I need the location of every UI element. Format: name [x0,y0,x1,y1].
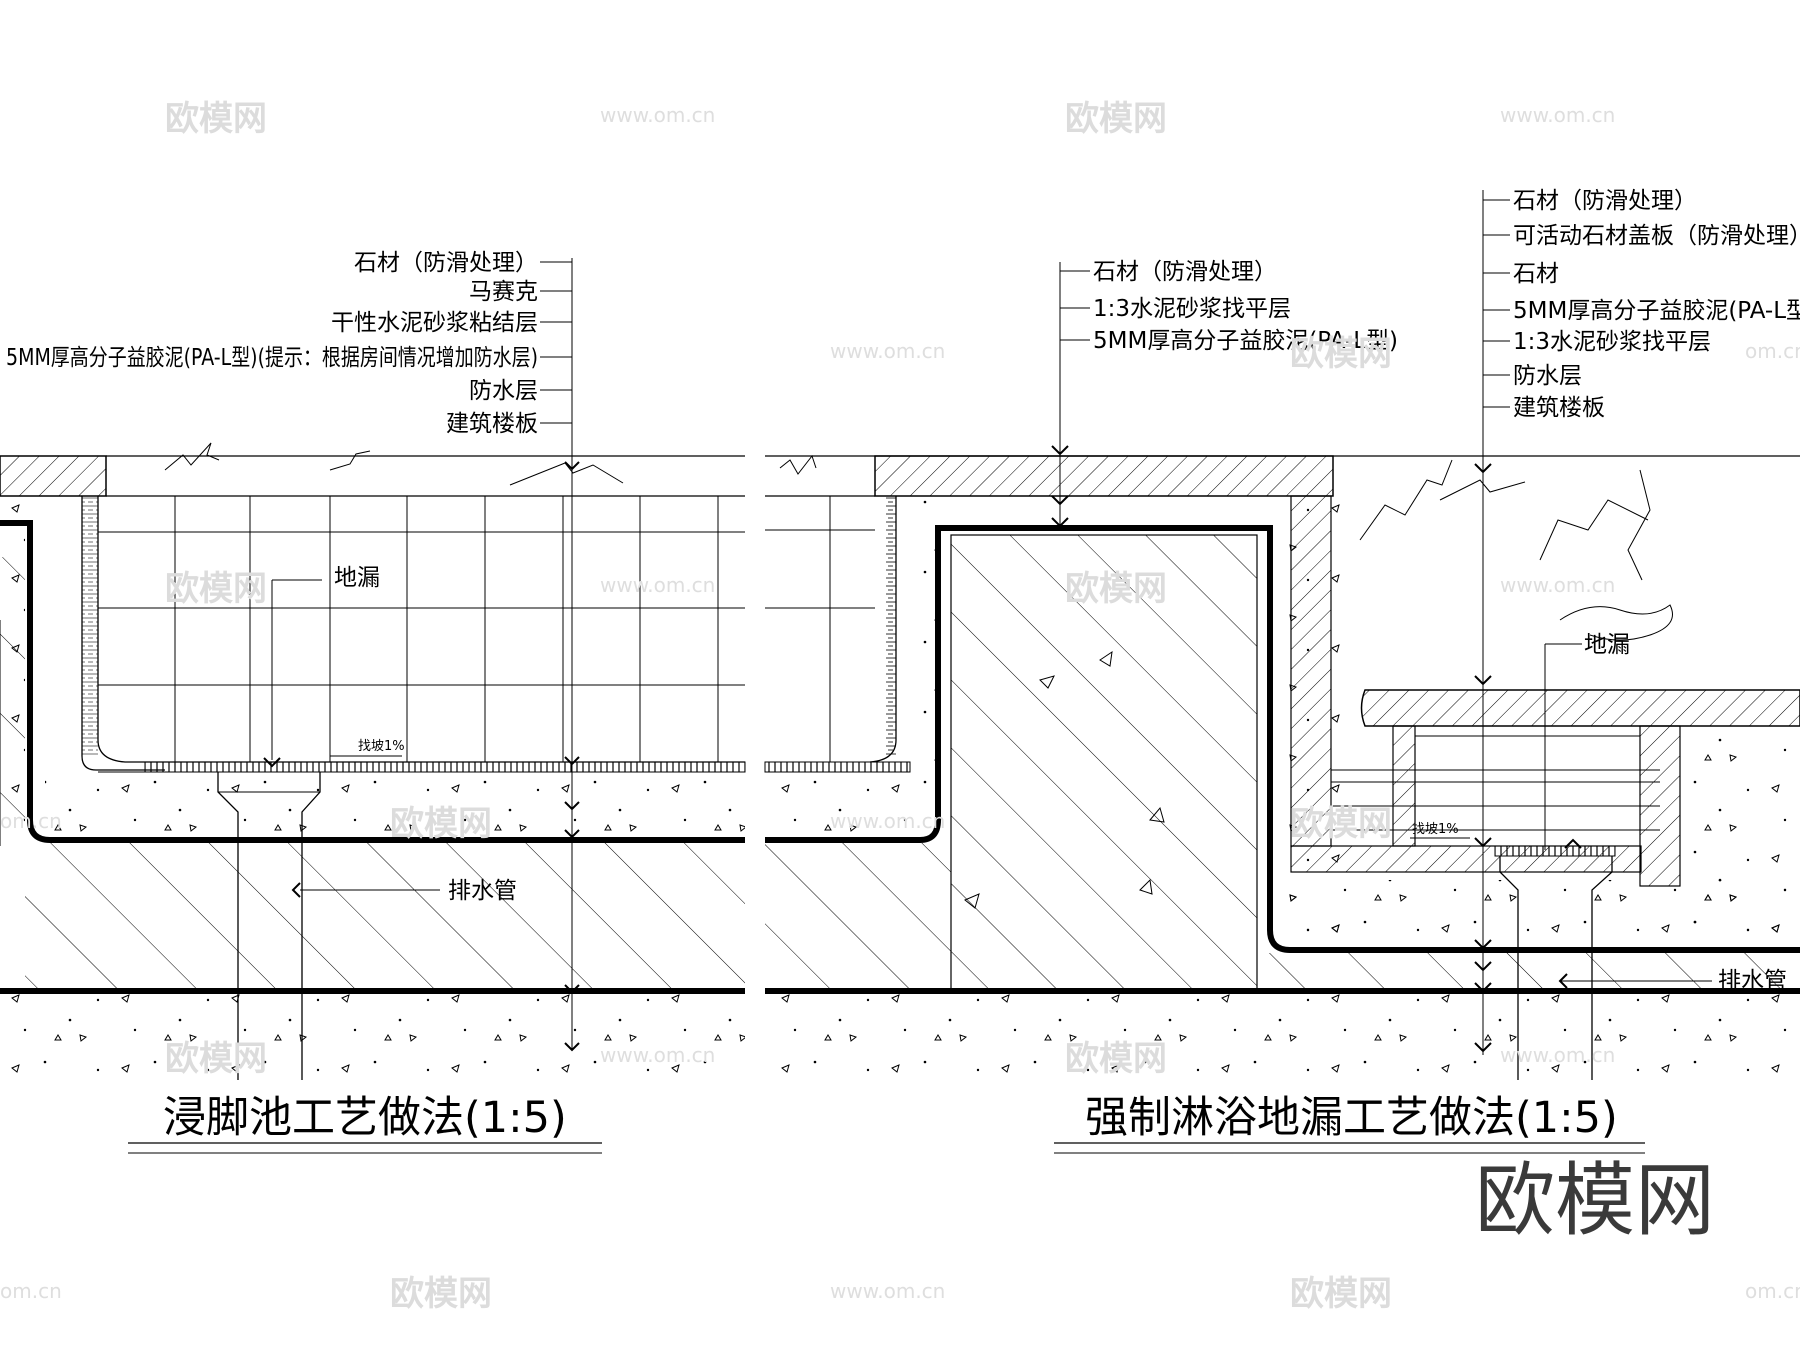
left-layer-label: 干性水泥砂浆粘结层 [331,310,538,336]
left-layer-label: 建筑楼板 [446,411,538,437]
right-layer-label: 可活动石材盖板（防滑处理） [1513,223,1800,249]
right-layer-labels-b: 石材（防滑处理） 可活动石材盖板（防滑处理） 石材 5MM厚高分子益胶泥(PA-… [1513,188,1800,421]
watermark-text: 欧模网 [165,99,267,139]
watermark-url: om.cn [0,809,62,833]
watermark-text: 欧模网 [1065,1039,1167,1079]
right-layer-label: 建筑楼板 [1513,395,1605,421]
watermark-url: www.om.cn [1500,573,1615,597]
left-mosaic-strip [144,761,746,773]
watermarks: 欧模网 www.om.cn 欧模网 www.om.cn www.om.cn 欧模… [0,99,1800,1314]
watermark-text: 欧模网 [165,1039,267,1079]
watermark-url: www.om.cn [600,103,715,127]
watermark-url: www.om.cn [830,1279,945,1303]
right-layer-label: 5MM厚高分子益胶泥(PA-L型) [1093,328,1398,354]
left-top-stone [0,455,107,497]
left-tile-grid [98,496,745,762]
right-slope-label: 找坡1% [1412,822,1459,837]
left-slope-label: 找坡1% [358,739,405,754]
left-layer-label: 石材（防滑处理） [354,250,538,276]
watermark-url: www.om.cn [600,573,715,597]
left-drain-pipe-label: 排水管 [448,878,517,904]
left-floor-drain-label: 地漏 [334,565,380,591]
right-layer-label: 5MM厚高分子益胶泥(PA-L型) [1513,298,1800,324]
right-detail: 石材（防滑处理） 1:3水泥砂浆找平层 5MM厚高分子益胶泥(PA-L型) 石材… [764,188,1800,1154]
watermark-text: 欧模网 [390,1274,492,1314]
left-detail-title: 浸脚池工艺做法(1:5) [163,1093,567,1143]
right-detail-title: 强制淋浴地漏工艺做法(1:5) [1085,1093,1618,1143]
left-waterproof-line [0,520,745,843]
watermark-text: 欧模网 [1290,334,1392,374]
watermark-text: 欧模网 [165,569,267,609]
right-curb-block [950,534,1258,992]
left-layer-label: 马赛克 [469,279,538,305]
right-layer-label: 石材 [1513,261,1559,287]
left-detail: 石材（防滑处理） 马赛克 干性水泥砂浆粘结层 5MM厚高分子益胶泥(PA-L型)… [0,250,746,1154]
watermark-url: www.om.cn [600,1043,715,1067]
watermark-url: www.om.cn [830,809,945,833]
right-layer-label: 石材（防滑处理） [1093,259,1277,285]
right-layer-label: 1:3水泥砂浆找平层 [1513,329,1711,355]
watermark-text: 欧模网 [1065,99,1167,139]
watermark-text: 欧模网 [390,804,492,844]
right-waterproof-line [765,525,1800,953]
watermark-url: om.cn [1745,339,1800,363]
watermark-url: www.om.cn [1500,1043,1615,1067]
watermark-text: 欧模网 [1290,804,1392,844]
right-top-stone [874,455,1334,497]
watermark-text: 欧模网 [1290,1274,1392,1314]
watermark-url: www.om.cn [1500,103,1615,127]
left-layer-label: 防水层 [469,378,538,404]
right-stone-cover [1360,689,1800,727]
right-layer-labels-a: 石材（防滑处理） 1:3水泥砂浆找平层 5MM厚高分子益胶泥(PA-L型) [1093,259,1398,354]
right-layer-label: 石材（防滑处理） [1513,188,1697,214]
right-floor-drain-label: 地漏 [1584,632,1630,658]
watermark-url: www.om.cn [830,339,945,363]
right-layer-label: 防水层 [1513,363,1582,389]
watermark-url: om.cn [1745,1279,1800,1303]
watermark-text: 欧模网 [1065,569,1167,609]
right-drain-pipe-label: 排水管 [1718,968,1787,994]
watermark-url: om.cn [0,1279,62,1303]
left-layer-label: 5MM厚高分子益胶泥(PA-L型)(提示：根据房间情况增加防水层) [6,345,538,371]
right-layer-label: 1:3水泥砂浆找平层 [1093,296,1291,322]
brand-watermark: 欧模网 [1475,1154,1715,1247]
left-layer-labels: 石材（防滑处理） 马赛克 干性水泥砂浆粘结层 5MM厚高分子益胶泥(PA-L型)… [6,250,538,437]
